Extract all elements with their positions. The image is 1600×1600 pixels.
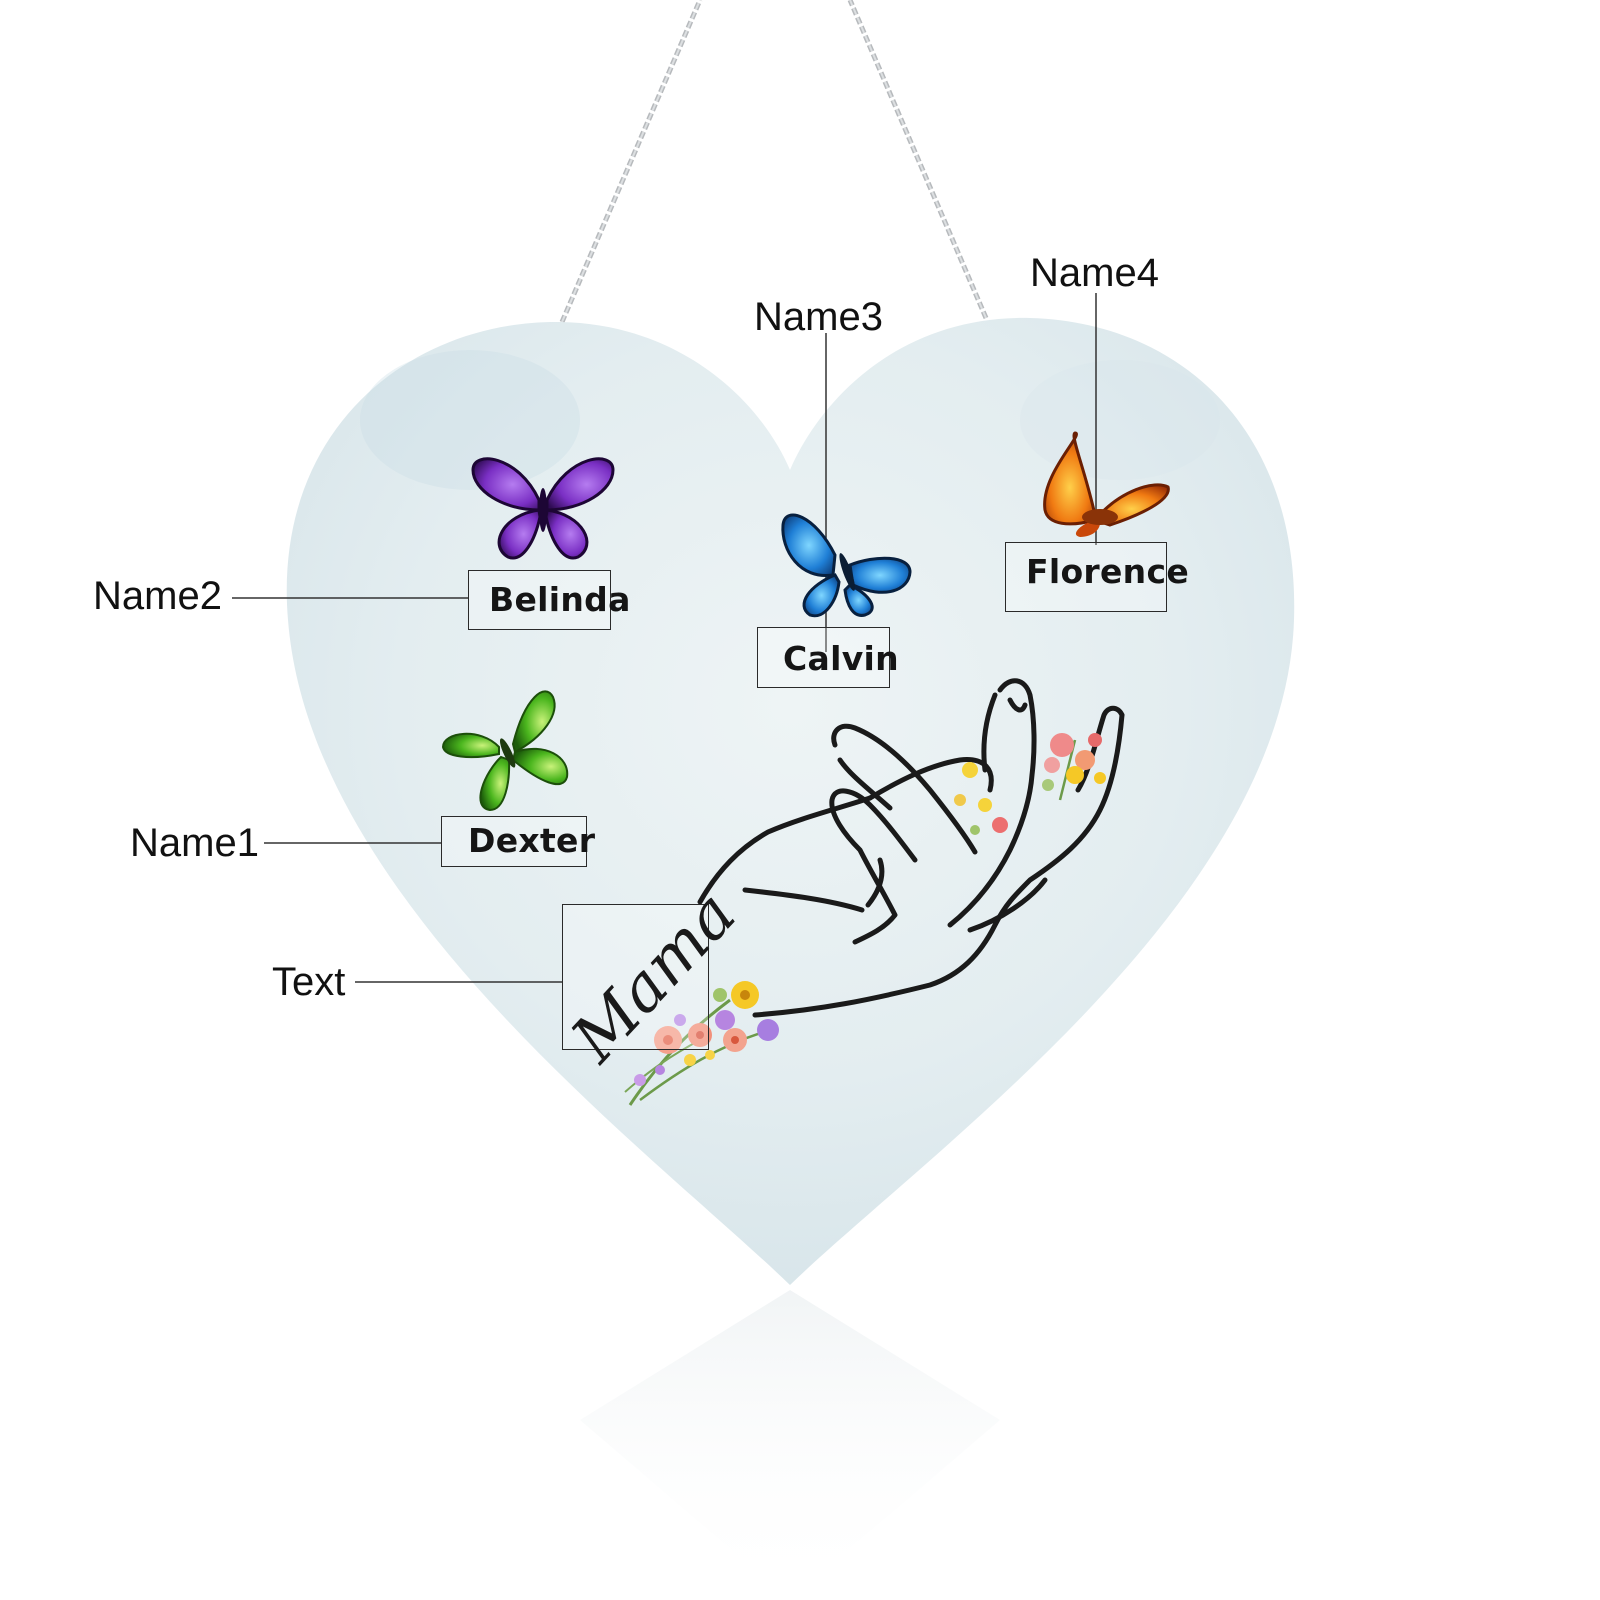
wrist-bouquet: [624, 981, 779, 1106]
callout-name3: Name3: [754, 295, 883, 339]
name4-box[interactable]: Florence: [1005, 542, 1189, 612]
name1-text: Dexter: [468, 821, 596, 860]
chain: [559, 0, 989, 323]
name2-box[interactable]: Belinda: [468, 570, 630, 630]
hand-line-art: [697, 678, 1125, 1018]
purple-butterfly: [471, 457, 615, 560]
callout-text: Text: [272, 960, 346, 1004]
name4-text: Florence: [1026, 552, 1190, 591]
orange-butterfly: [1043, 431, 1170, 537]
green-butterfly: [441, 690, 569, 812]
name3-text: Calvin: [783, 639, 899, 678]
callout-name1: Name1: [130, 821, 259, 865]
name1-box[interactable]: Dexter: [441, 816, 595, 867]
callout-name2: Name2: [93, 574, 222, 618]
name3-box[interactable]: Calvin: [757, 627, 899, 688]
name2-text: Belinda: [489, 580, 631, 619]
callout-name4: Name4: [1030, 251, 1159, 295]
blue-butterfly: [781, 513, 912, 618]
heart-reflection: [580, 1290, 1000, 1600]
text-box[interactable]: Mama: [558, 878, 750, 1077]
heart-sign: [286, 317, 1295, 1285]
finger-bouquet: [954, 733, 1106, 835]
